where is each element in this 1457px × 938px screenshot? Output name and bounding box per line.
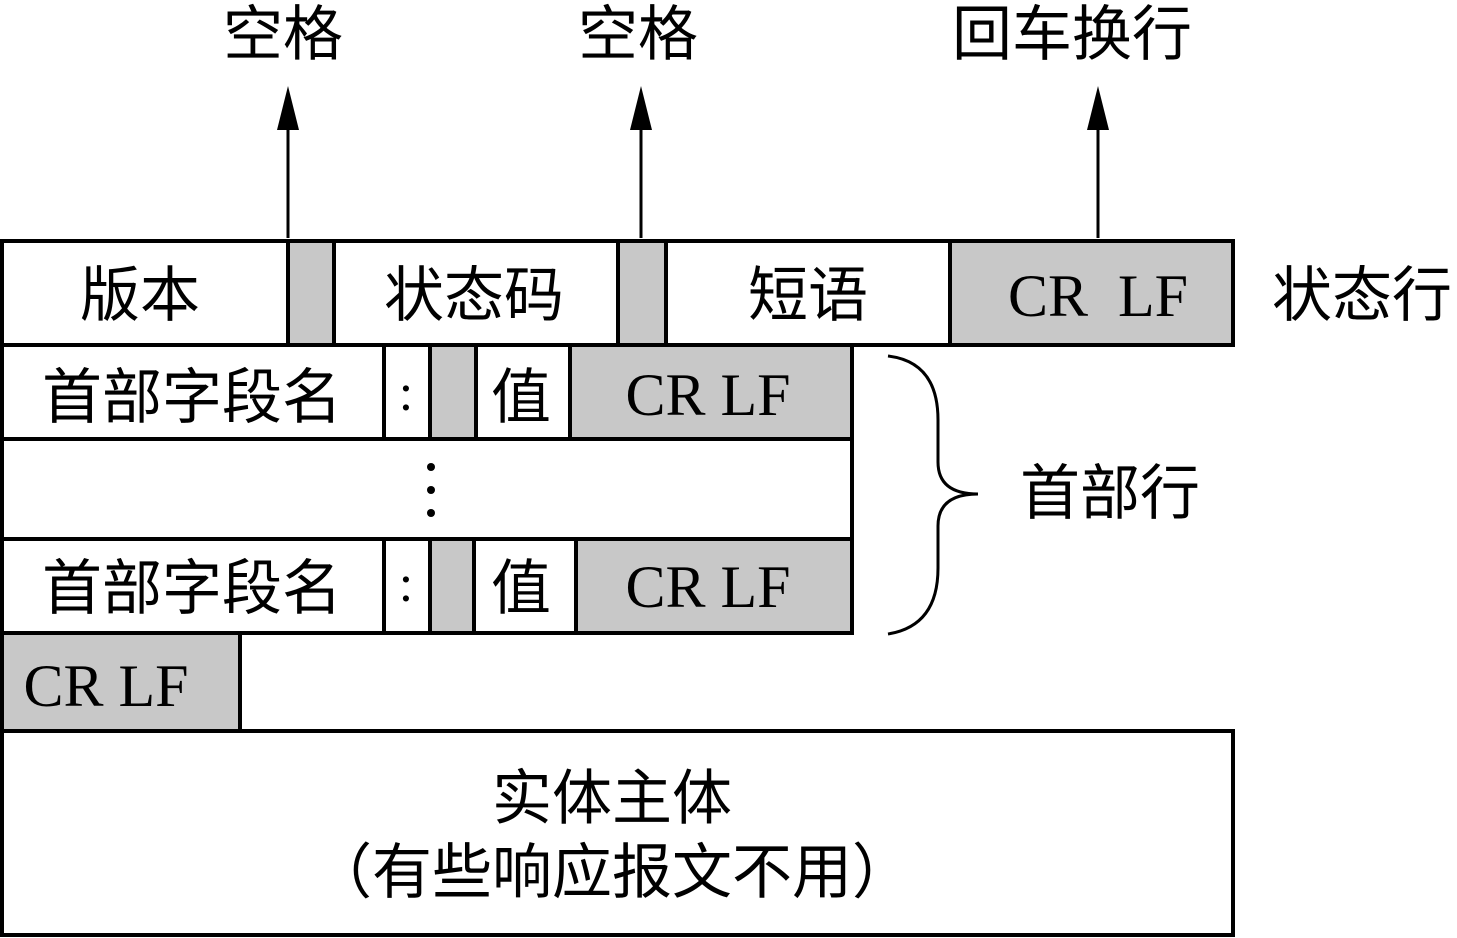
- header-brace: [887, 354, 979, 636]
- version-label: 版本: [80, 261, 200, 331]
- status-code-cell: [332, 239, 620, 347]
- entity-body: [0, 729, 1235, 937]
- header-name-cell: [0, 343, 386, 441]
- phrase-cell: [664, 239, 952, 347]
- vertical-ellipsis: [427, 463, 435, 517]
- value-cell: [474, 343, 572, 441]
- value-label: 值: [491, 363, 551, 433]
- blank-line-crlf-label: CR LF: [23, 653, 188, 719]
- blank-line-crlf-cell: [0, 631, 242, 733]
- header-crlf-label: CR LF: [625, 554, 790, 620]
- space-cell: [428, 343, 478, 441]
- header-name-label: 首部字段名: [42, 363, 342, 433]
- status-crlf-label: CR LF: [1008, 263, 1188, 329]
- entity-body-title: 实体主体: [492, 764, 732, 834]
- header-crlf-cell: [568, 343, 854, 441]
- space-cell-2: [616, 239, 668, 347]
- header-name-label: 首部字段名: [42, 554, 342, 624]
- version-cell: [0, 239, 290, 347]
- header-lines-label: 首部行: [1020, 459, 1200, 529]
- arrow-space-1: [277, 86, 299, 238]
- space-annotation-2: 空格: [578, 0, 698, 70]
- arrow-space-2: [630, 86, 652, 238]
- colon-cell: [382, 537, 432, 635]
- header-crlf-cell: [574, 537, 854, 635]
- status-line: 版本 状态码 短语 CR LF: [0, 239, 1235, 347]
- crlf-annotation: 回车换行: [952, 0, 1192, 70]
- space-annotation-1: 空格: [223, 0, 343, 70]
- space-cell: [428, 537, 476, 635]
- header-crlf-label: CR LF: [625, 362, 790, 428]
- value-label: 值: [491, 554, 551, 624]
- colon-label: :: [399, 365, 413, 422]
- colon-label: :: [399, 556, 413, 613]
- status-crlf-cell: [948, 239, 1235, 347]
- value-cell: [472, 537, 578, 635]
- space-cell-1: [286, 239, 336, 347]
- header-row-1: 首部字段名 : 值 CR LF: [0, 343, 854, 441]
- status-line-label: 状态行: [1272, 261, 1452, 331]
- status-code-label: 状态码: [384, 261, 564, 331]
- entity-body-subtitle: （有些响应报文不用）: [312, 838, 912, 908]
- phrase-label: 短语: [748, 261, 868, 331]
- arrow-crlf: [1087, 86, 1109, 238]
- header-row-2: 首部字段名 : 值 CR LF: [0, 537, 854, 635]
